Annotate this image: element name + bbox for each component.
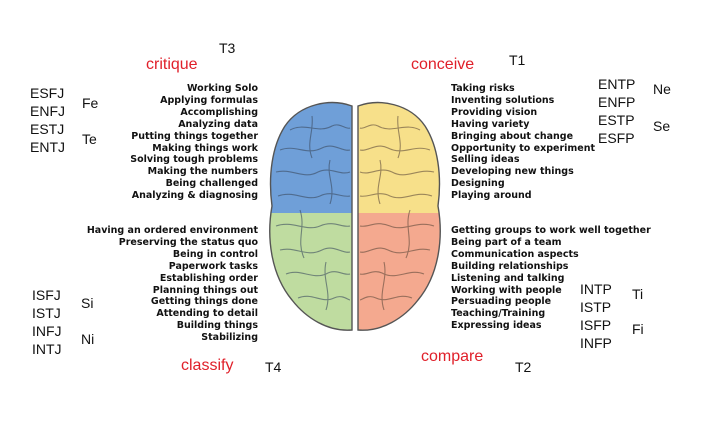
type-item: INTJ: [32, 341, 62, 357]
activity-item: Making things work: [152, 142, 258, 154]
type-item: ESTP: [598, 112, 635, 128]
type-item: ISTJ: [32, 305, 61, 321]
activity-item: Selling ideas: [451, 154, 520, 166]
activity-list-bottom-right: Getting groups to work well together Bei…: [451, 225, 651, 332]
activity-item: Being challenged: [165, 178, 258, 190]
activity-item: Putting things together: [131, 130, 258, 142]
activity-item: Accomplishing: [180, 106, 258, 118]
function-fi: Fi: [632, 321, 644, 337]
activity-item: Designing: [451, 178, 505, 190]
activity-item: Analyzing data: [178, 118, 258, 130]
quadrant-tag-t1: T1: [509, 52, 526, 68]
activity-item: Solving tough problems: [130, 154, 258, 166]
type-item: ISFP: [580, 317, 612, 333]
activity-item: Developing new things: [451, 166, 574, 178]
activity-list-bottom-left: Having an ordered environment Preserving…: [87, 225, 258, 344]
type-item: ESFP: [598, 130, 635, 146]
type-item: ESTJ: [30, 121, 65, 137]
activity-list-top-left: Working Solo Applying formulas Accomplis…: [130, 83, 258, 202]
activity-item: Teaching/Training: [451, 308, 546, 320]
function-ti: Ti: [632, 286, 644, 302]
brain-quadrant-bottom-right: [358, 213, 441, 331]
type-list-bottom-left: ISFJ ISTJ INFJ INTJ: [32, 286, 62, 358]
activity-item: Playing around: [451, 190, 532, 202]
quadrant-tag-t2: T2: [515, 359, 532, 375]
activity-item: Taking risks: [451, 83, 515, 94]
function-si: Si: [81, 295, 94, 311]
activity-item: Paperwork tasks: [168, 260, 258, 272]
activity-item: Providing vision: [451, 106, 538, 118]
activity-item: Stabilizing: [201, 332, 258, 344]
activity-item: Building relationships: [451, 260, 569, 272]
type-item: ESFJ: [30, 85, 65, 101]
activity-item: Attending to detail: [156, 308, 258, 320]
type-item: ISTP: [580, 299, 612, 315]
quadrant-label-critique: critique: [146, 56, 198, 73]
type-item: INFP: [580, 335, 612, 351]
activity-item: Planning things out: [152, 284, 258, 296]
activity-item: Having an ordered environment: [86, 225, 258, 236]
type-item: ENTJ: [30, 139, 65, 155]
activity-item: Applying formulas: [160, 94, 258, 106]
activity-item: Establishing order: [159, 272, 258, 284]
type-item: ISFJ: [32, 287, 61, 303]
activity-item: Working Solo: [187, 83, 258, 94]
activity-item: Building things: [176, 320, 258, 332]
quadrant-tag-t3: T3: [219, 40, 236, 56]
quadrant-tag-t4: T4: [265, 359, 282, 375]
function-te: Te: [82, 131, 97, 147]
activity-item: Preserving the status quo: [118, 236, 258, 248]
activity-item: Opportunity to experiment: [451, 142, 596, 154]
activity-item: Communication aspects: [451, 248, 579, 260]
activity-item: Analyzing & diagnosing: [131, 190, 258, 202]
quadrant-label-compare: compare: [421, 348, 484, 365]
type-list-top-right: ENTP ENFP ESTP ESFP: [598, 75, 635, 147]
type-item: INTP: [580, 281, 612, 297]
activity-item: Making the numbers: [147, 166, 258, 178]
activity-item: Bringing about change: [451, 130, 574, 142]
type-list-bottom-right: INTP ISTP ISFP INFP: [580, 280, 612, 352]
type-item: ENFP: [598, 94, 636, 110]
activity-list-top-right: Taking risks Inventing solutions Providi…: [451, 83, 595, 202]
activity-item: Listening and talking: [451, 272, 565, 284]
function-se: Se: [653, 118, 671, 134]
activity-item: Persuading people: [451, 296, 552, 308]
activity-item: Inventing solutions: [451, 94, 555, 106]
activity-item: Getting things done: [150, 296, 258, 308]
function-ne: Ne: [653, 81, 671, 97]
function-fe: Fe: [82, 95, 99, 111]
activity-item: Getting groups to work well together: [451, 225, 651, 236]
activity-item: Having variety: [451, 118, 530, 130]
activity-item: Working with people: [451, 284, 562, 296]
function-ni: Ni: [81, 331, 95, 347]
activity-item: Being part of a team: [451, 236, 562, 248]
type-item: ENTP: [598, 76, 636, 92]
type-item: ENFJ: [30, 103, 65, 119]
brain-quadrant-bottom-left: [269, 213, 352, 331]
type-item: INFJ: [32, 323, 62, 339]
type-list-top-left: ESFJ ENFJ ESTJ ENTJ: [30, 84, 65, 156]
activity-item: Expressing ideas: [451, 320, 542, 332]
quadrant-label-classify: classify: [181, 357, 234, 374]
quadrant-label-conceive: conceive: [411, 56, 475, 73]
activity-item: Being in control: [172, 248, 258, 260]
